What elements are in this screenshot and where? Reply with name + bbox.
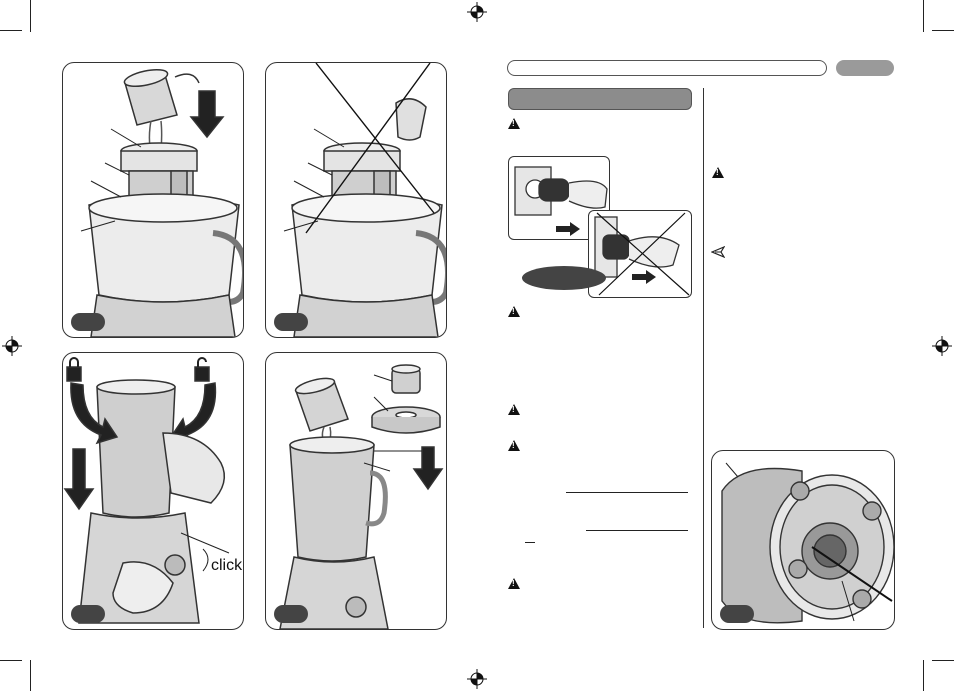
figure-pour-food-processor [62,62,244,338]
registration-mark-icon [2,336,22,356]
figure-number-badge [274,313,308,331]
registration-mark-icon [467,669,487,689]
figure-lock-blender-jug: click [62,352,244,630]
page-language-tag [836,60,894,76]
motor-illustration [721,462,894,624]
warning-triangle-icon [508,440,520,451]
figure-number-badge [71,313,105,331]
warning-triangle-icon [508,578,520,589]
warning-triangle-icon [508,118,520,129]
crop-mark [923,0,924,32]
blender-lock-illustration [63,357,230,624]
tip-icon [711,246,725,258]
registration-mark-icon [467,2,487,22]
crop-mark [923,660,924,691]
section-title-bar [508,88,692,110]
underline-rule [566,492,688,493]
food-processor-crossed-illustration [283,63,446,337]
crop-mark [932,660,954,661]
blender-pour-illustration [279,364,444,629]
lock-closed-icon [66,366,82,382]
column-divider [703,88,704,628]
figure-pour-blender [265,352,447,630]
crop-mark [0,660,22,661]
figure-do-not-push-by-hand [265,62,447,338]
warning-triangle-icon [508,404,520,415]
lock-open-icon [194,366,210,382]
registration-mark-icon [932,336,952,356]
click-label: click [211,557,243,574]
figure-unplug [588,210,692,298]
arrow-right-icon [556,222,580,236]
food-processor-illustration [80,69,243,337]
crop-mark [30,0,31,32]
warning-triangle-icon [508,306,520,317]
underline-rule [586,530,688,531]
page-header-bar [507,60,827,76]
underline-rule [525,542,535,543]
figure-number-badge [720,605,754,623]
unplug-illustration [594,212,690,296]
wall-socket-illustration [514,166,608,216]
figure-number-badge [274,605,308,623]
warning-triangle-icon [712,167,724,178]
figure-motor-cleaning [711,450,895,630]
crop-mark [932,30,954,31]
plug-caption-oval [522,266,606,290]
arrow-right-icon [632,270,656,284]
crop-mark [0,30,22,31]
figure-number-badge [71,605,105,623]
crop-mark [30,660,31,691]
